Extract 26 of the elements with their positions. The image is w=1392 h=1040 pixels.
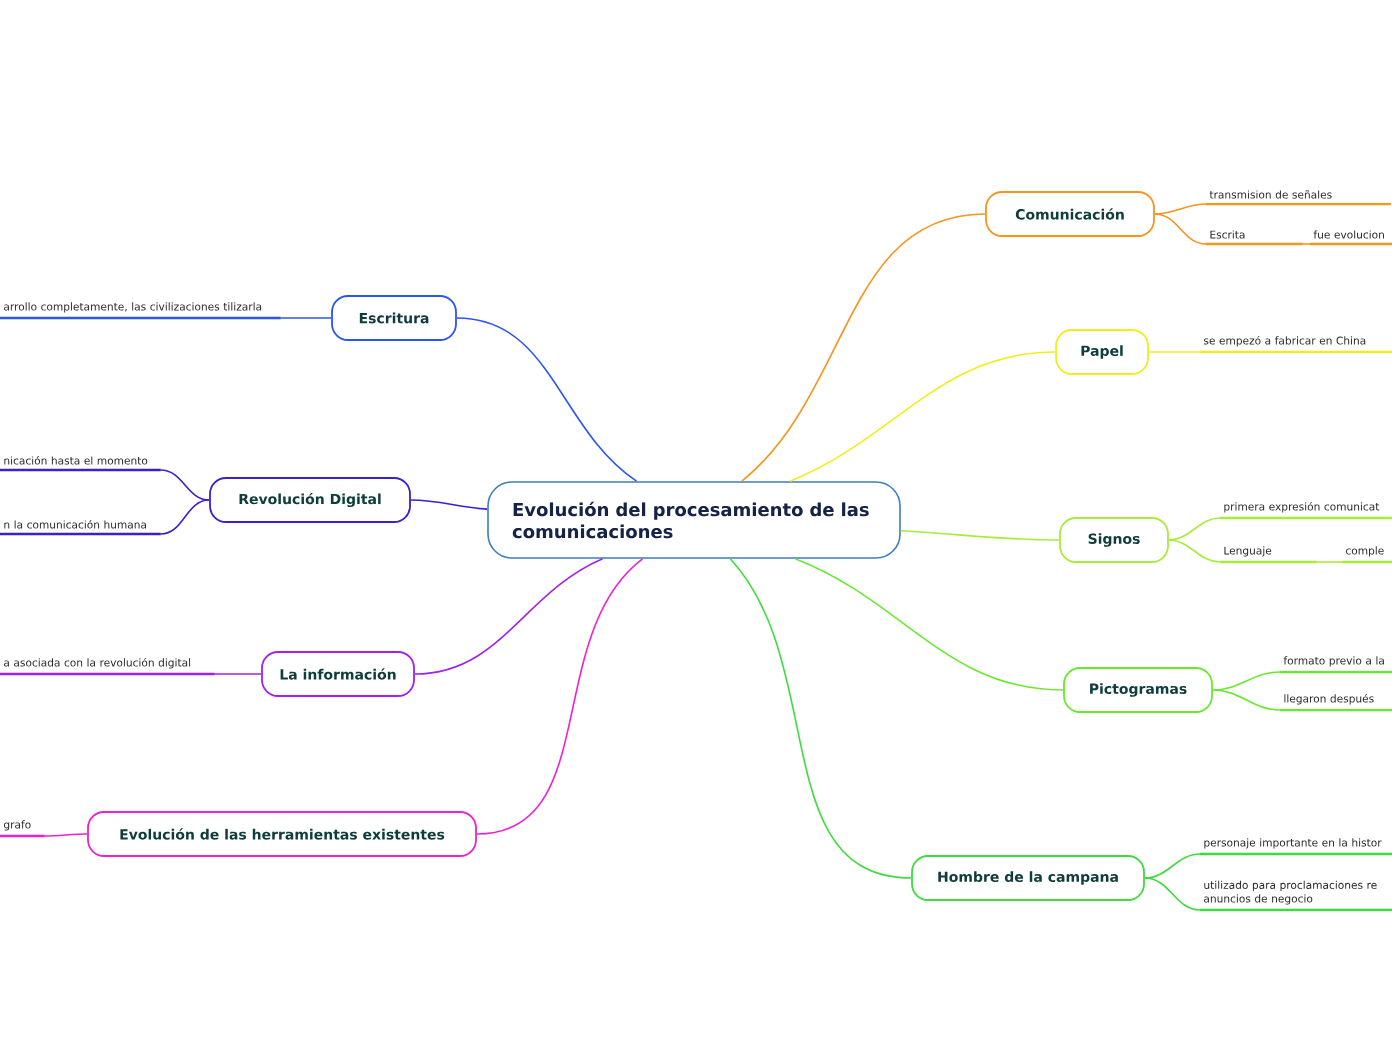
connector	[1168, 539, 1221, 563]
connector	[1144, 853, 1201, 879]
central-topic-box: Evolución del procesamiento de las comunicaciones	[487, 481, 901, 559]
connector	[1212, 689, 1281, 711]
connector	[1316, 561, 1343, 563]
connector	[900, 530, 1060, 541]
connector	[160, 469, 210, 501]
connector	[1144, 877, 1201, 911]
connector	[1154, 213, 1207, 245]
connector	[214, 673, 262, 675]
connector	[789, 351, 1056, 482]
connector	[794, 558, 1064, 691]
connector	[1302, 243, 1311, 245]
connector	[410, 499, 488, 510]
connector	[44, 833, 88, 837]
connector	[1168, 517, 1221, 541]
connector	[1148, 351, 1201, 353]
connector	[1212, 671, 1281, 691]
connector	[414, 558, 604, 675]
connector	[160, 499, 210, 535]
connector	[476, 558, 644, 835]
connector	[741, 213, 986, 482]
connector	[1154, 203, 1207, 215]
connector	[456, 317, 638, 482]
connector	[280, 317, 332, 319]
connector	[729, 558, 912, 879]
